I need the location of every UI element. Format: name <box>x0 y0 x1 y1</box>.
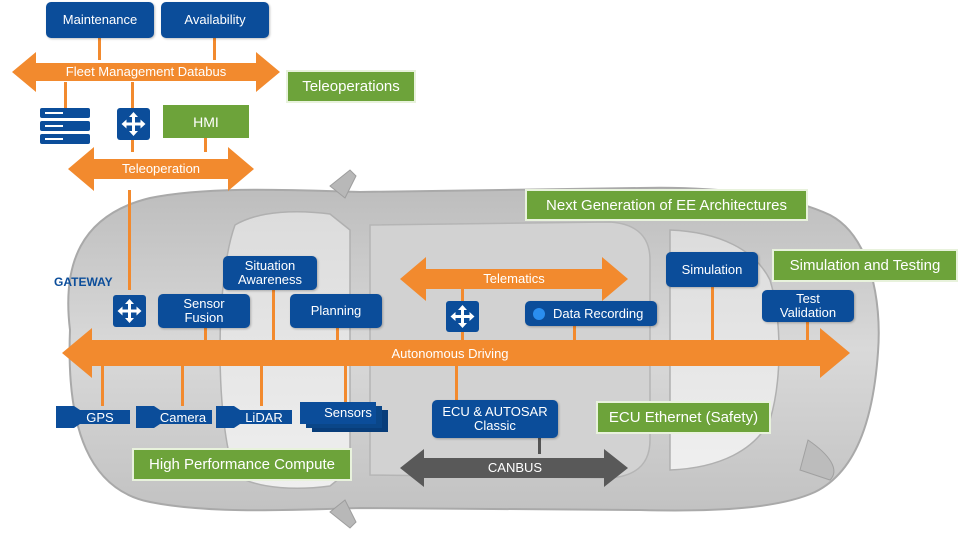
hmi-block: HMI <box>163 105 249 138</box>
test-validation-block: Test Validation <box>762 290 854 322</box>
gps-label: GPS <box>86 409 114 425</box>
connector-ecu <box>455 366 458 400</box>
connector-sensors <box>344 366 347 404</box>
connector-availability <box>213 38 216 60</box>
maintenance-block: Maintenance <box>46 2 154 38</box>
server-icon <box>40 108 90 144</box>
camera-tag-shape <box>136 406 212 428</box>
fleet-management-label: Fleet Management Databus <box>65 64 227 79</box>
connector-situation <box>272 290 275 340</box>
teleoperation-bus <box>68 147 254 191</box>
sensors-stack-front <box>300 402 376 424</box>
connector-lidar <box>260 366 263 406</box>
connector-gps <box>101 366 104 406</box>
autonomous-driving-bus <box>62 328 850 378</box>
connector-data-recording <box>573 326 576 340</box>
ecu-ethernet-usecase: ECU Ethernet (Safety) <box>596 401 771 434</box>
high-performance-compute-usecase: High Performance Compute <box>132 448 352 481</box>
side-mirror-top <box>329 169 357 199</box>
telematics-label: Telematics <box>483 271 545 286</box>
connector-telematics-gw <box>461 288 464 302</box>
connector-server <box>64 82 67 108</box>
data-recording-block: Data Recording <box>525 301 657 326</box>
connector-simulation <box>711 287 714 340</box>
rear-light <box>799 439 835 481</box>
side-mirror-bottom <box>329 499 357 529</box>
connector-gateway-ad <box>128 190 131 290</box>
connector-test-validation <box>806 322 809 340</box>
connector-planning <box>336 328 339 340</box>
situation-awareness-block: Situation Awareness <box>223 256 317 290</box>
teleoperation-label: Teleoperation <box>121 161 201 176</box>
connector-maintenance <box>98 38 101 60</box>
ecu-autosar-block: ECU & AUTOSAR Classic <box>432 400 558 438</box>
connector-camera <box>181 366 184 406</box>
four-way-arrow-icon <box>446 301 479 332</box>
autonomous-driving-label: Autonomous Driving <box>391 346 509 361</box>
teleoperations-usecase: Teleoperations <box>286 70 416 103</box>
lidar-label: LiDAR <box>245 409 283 425</box>
gateway-label: GATEWAY <box>54 275 113 289</box>
four-way-arrow-icon <box>113 295 146 327</box>
connector-hmi <box>204 138 207 152</box>
availability-block: Availability <box>161 2 269 38</box>
gps-tag-shape <box>56 406 130 428</box>
sensor-fusion-block: Sensor Fusion <box>158 294 250 328</box>
record-dot-icon <box>533 307 545 320</box>
next-gen-ee-usecase: Next Generation of EE Architectures <box>525 189 808 221</box>
planning-block: Planning <box>290 294 382 328</box>
simulation-testing-usecase: Simulation and Testing <box>772 249 958 282</box>
sensors-label: Sensors <box>324 404 372 420</box>
connector-ecu-canbus <box>538 438 541 454</box>
camera-label: Camera <box>159 409 207 425</box>
canbus-label: CANBUS <box>487 460 543 475</box>
connector-gw-ad <box>461 332 464 340</box>
fleet-management-bus <box>12 52 280 92</box>
canbus-bus <box>400 449 628 487</box>
simulation-block: Simulation <box>666 252 758 287</box>
data-recording-label: Data Recording <box>553 305 644 321</box>
four-way-arrow-icon <box>117 108 150 140</box>
telematics-bus <box>400 257 628 301</box>
lidar-tag-shape <box>216 406 292 428</box>
connector-sensor-fusion <box>204 328 207 340</box>
